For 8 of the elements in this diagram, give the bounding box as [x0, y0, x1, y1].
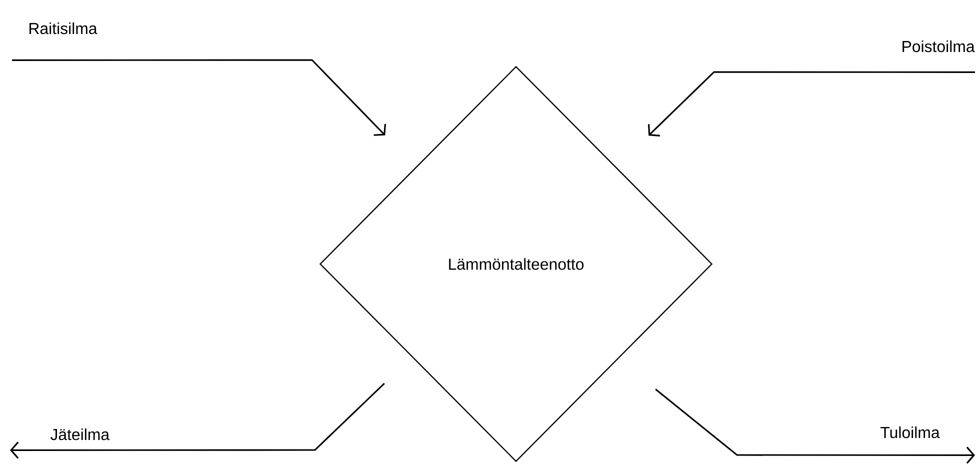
flow-label: Tuloilma	[880, 426, 940, 438]
flow-label: Raitisilma	[30, 22, 98, 34]
flow-label: Jäteilma	[50, 428, 110, 440]
arrow	[648, 71, 975, 136]
flow-label: Poistoilma	[902, 40, 975, 52]
arrow	[12, 59, 386, 136]
arrow	[655, 388, 975, 464]
arrow	[10, 382, 385, 459]
